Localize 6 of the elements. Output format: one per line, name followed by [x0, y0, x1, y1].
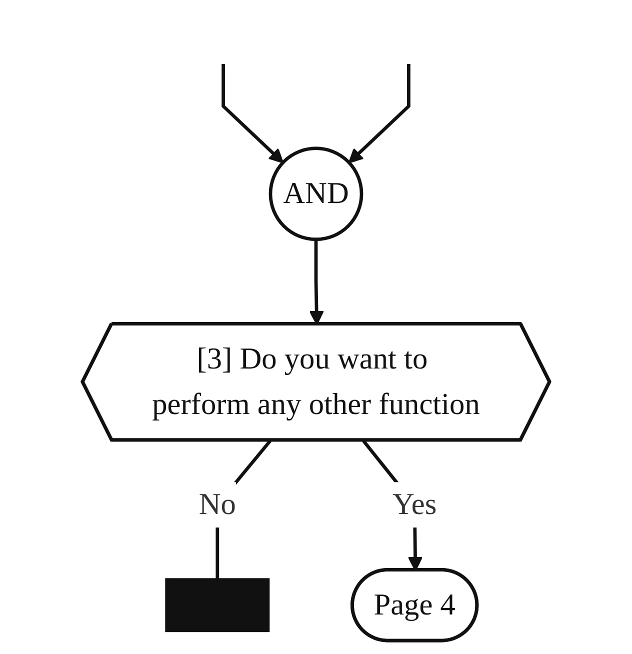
node-bar: [165, 578, 270, 632]
arrow: [348, 64, 410, 164]
edge-label: No: [198, 487, 236, 521]
edge-label: Yes: [392, 487, 437, 521]
arrow: [222, 64, 284, 164]
node-circle: AND: [268, 146, 364, 242]
